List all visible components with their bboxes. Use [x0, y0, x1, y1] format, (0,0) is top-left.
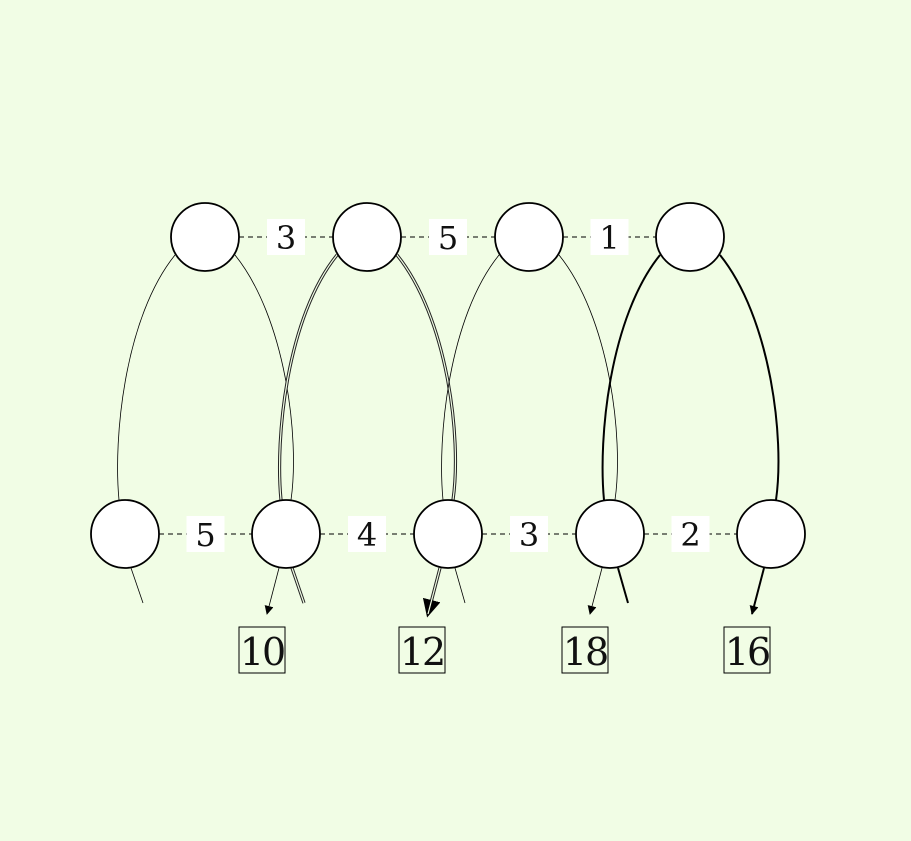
arc-left: [117, 254, 176, 501]
bottom-node: [413, 499, 483, 569]
edge-label-bg: [671, 516, 710, 552]
bottom-node: [90, 499, 160, 569]
edge-label-bg: [510, 516, 548, 552]
top-node: [332, 202, 402, 272]
exit-arrow: [264, 567, 280, 615]
edge-label-bg: [267, 219, 305, 255]
output-box: [723, 626, 771, 674]
output-value: 12: [400, 630, 444, 674]
edge-label: 4: [357, 516, 377, 554]
output-box: [561, 626, 609, 674]
output-value: 10: [240, 630, 284, 674]
edge-label: 1: [599, 219, 619, 257]
nodes: [90, 202, 806, 569]
output-value: 18: [563, 630, 607, 674]
output-boxes: 10 12 18 16: [238, 626, 771, 674]
arcs: [117, 253, 780, 618]
edge-label: 3: [276, 219, 296, 257]
edge-label: 2: [680, 516, 700, 554]
arc-right: [558, 254, 618, 501]
edge-label: 5: [438, 219, 458, 257]
output-box: [398, 626, 446, 674]
bottom-node: [736, 499, 806, 569]
exit-line: [130, 567, 144, 604]
edge-label: 3: [519, 516, 539, 554]
edge-label: 5: [195, 516, 215, 554]
exit-line: [454, 567, 466, 604]
exit-line-inner: [291, 567, 305, 604]
arc-right: [234, 254, 294, 501]
exit-arrow: [587, 567, 603, 615]
edge-label-bg: [348, 516, 386, 552]
bottom-node: [251, 499, 321, 569]
arc-right-inner: [396, 254, 457, 501]
edge-label-bg: [186, 516, 225, 552]
edge-labels: 3 5 1 5 4 3 2: [186, 219, 710, 554]
output-box: [238, 626, 286, 674]
top-node: [655, 202, 725, 272]
arc-left: [601, 254, 661, 501]
edge-label-bg: [429, 219, 467, 255]
arc-right: [719, 254, 780, 501]
exit-arrow: [749, 567, 765, 615]
arc-left: [441, 254, 500, 501]
top-node: [494, 202, 564, 272]
bottom-node: [575, 499, 645, 569]
exit-arrow-inner: [427, 567, 441, 615]
arc-left-inner: [279, 254, 338, 501]
edge-label-bg: [590, 219, 629, 255]
output-value: 16: [725, 630, 769, 674]
exit-line: [617, 567, 629, 604]
top-node: [170, 202, 240, 272]
